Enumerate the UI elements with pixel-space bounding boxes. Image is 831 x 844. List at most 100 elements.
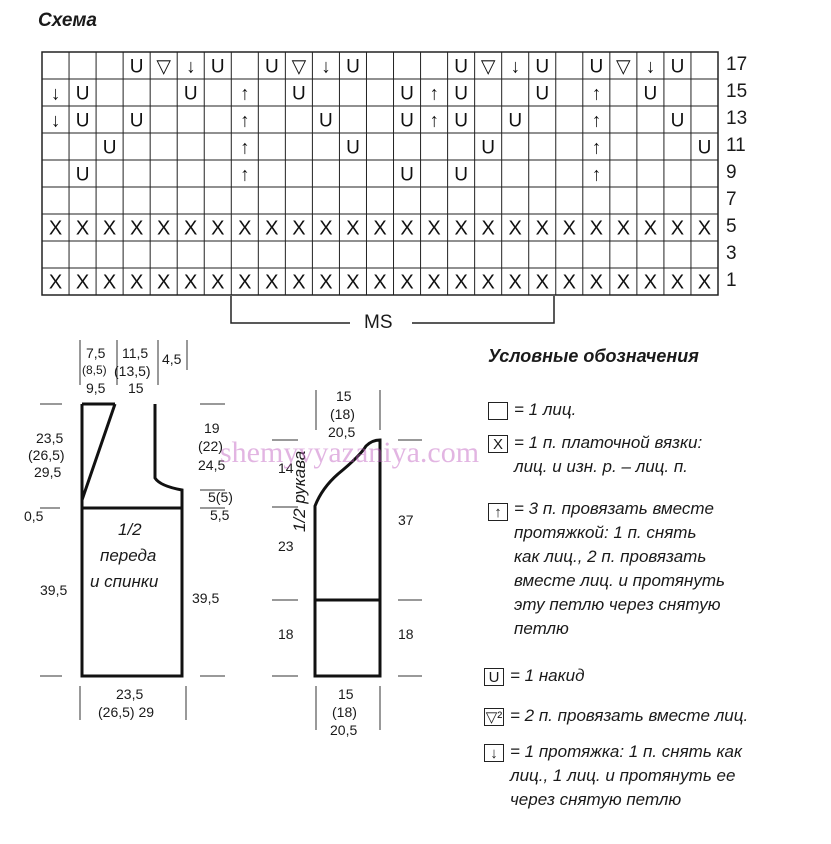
- garter-stitch-mark: X: [400, 272, 413, 294]
- dim-bottom-26-5-29: (26,5) 29: [98, 704, 155, 720]
- sleeve-top-20-5: 20,5: [328, 424, 356, 440]
- row-number: 9: [726, 162, 737, 183]
- garter-stitch-mark: X: [671, 272, 684, 294]
- three-tog-arrow-mark: ↑: [240, 84, 250, 105]
- dim-right-22: (22): [198, 438, 223, 454]
- dim-left-29-5: 29,5: [34, 464, 62, 480]
- row-number: 3: [726, 243, 737, 264]
- yarnover-mark: U: [76, 111, 90, 132]
- legend-item-ssk: = 1 протяжка: 1 п. снять как лиц., 1 лиц…: [510, 742, 743, 809]
- body-outline: [80, 402, 184, 678]
- ssk-arrow-mark: ↓: [510, 57, 520, 78]
- garter-stitch-mark: X: [671, 218, 684, 240]
- three-tog-arrow-mark: ↑: [429, 84, 439, 105]
- garter-stitch-mark: X: [157, 272, 170, 294]
- yarnover-mark: U: [454, 165, 468, 186]
- yarnover-mark: U: [454, 111, 468, 132]
- garter-stitch-mark: X: [292, 272, 305, 294]
- dim-left-0-5: 0,5: [24, 508, 44, 524]
- legend-3tog-icon: ↑: [488, 503, 508, 521]
- garter-stitch-mark: X: [76, 272, 89, 294]
- garter-stitch-mark: X: [130, 272, 143, 294]
- body-label-1: 1/2: [118, 520, 142, 539]
- dim-right-39-5: 39,5: [192, 590, 220, 606]
- garter-stitch-mark: X: [373, 218, 386, 240]
- body-top-ticks: [79, 340, 188, 385]
- yarnover-mark: U: [346, 138, 360, 159]
- legend-item-3tog: = 3 п. провязать вместе протяжкой: 1 п. …: [514, 499, 725, 638]
- dim-left-23-5: 23,5: [36, 430, 64, 446]
- three-tog-arrow-mark: ↑: [592, 138, 602, 159]
- garter-stitch-mark: X: [509, 218, 522, 240]
- garter-stitch-mark: X: [563, 218, 576, 240]
- garter-stitch-mark: X: [76, 218, 89, 240]
- garter-stitch-mark: X: [563, 272, 576, 294]
- row-number: 5: [726, 216, 737, 237]
- legend-item-garter: = 1 п. платочной вязки: лиц. и изн. р. –…: [514, 433, 703, 476]
- yarnover-mark: U: [400, 84, 414, 105]
- garter-stitch-mark: X: [373, 272, 386, 294]
- watermark: shemyvyazaniya.com: [220, 436, 480, 469]
- three-tog-arrow-mark: ↑: [592, 165, 602, 186]
- garter-stitch-mark: X: [454, 218, 467, 240]
- sleeve-width-ticks: [315, 390, 381, 730]
- legend-knit-icon: [488, 402, 508, 420]
- yarnover-mark: U: [454, 57, 468, 78]
- garter-stitch-mark: X: [590, 218, 603, 240]
- garter-stitch-mark: X: [644, 218, 657, 240]
- sleeve-bottom-18: (18): [332, 704, 357, 720]
- yarnover-mark: U: [644, 84, 658, 105]
- ssk-arrow-mark: ↓: [646, 57, 656, 78]
- legend-item-knit: = 1 лиц.: [514, 400, 577, 419]
- k2tog-mark: ▽: [292, 57, 307, 78]
- yarnover-mark: U: [400, 165, 414, 186]
- yarnover-mark: U: [184, 84, 198, 105]
- k2tog-mark: ▽: [156, 57, 171, 78]
- legend-yarnover-icon: U: [484, 668, 504, 686]
- row-number: 17: [726, 54, 748, 75]
- ms-bracket: [230, 296, 555, 324]
- garter-stitch-mark: X: [184, 272, 197, 294]
- legend-item-yarnover: = 1 накид: [510, 666, 585, 685]
- body-neckline: [80, 403, 117, 501]
- legend-item-2tog: = 2 п. провязать вместе лиц.: [510, 706, 749, 725]
- sleeve-left-18: 18: [278, 626, 294, 642]
- sleeve-right-18: 18: [398, 626, 414, 642]
- garter-stitch-mark: X: [481, 272, 494, 294]
- sleeve-bottom-15: 15: [338, 686, 354, 702]
- garter-stitch-mark: X: [644, 272, 657, 294]
- yarnover-mark: U: [589, 57, 603, 78]
- garter-stitch-mark: X: [617, 272, 630, 294]
- garter-stitch-mark: X: [49, 272, 62, 294]
- garter-stitch-mark: X: [427, 272, 440, 294]
- row-number: 1: [726, 270, 737, 291]
- garter-stitch-mark: X: [536, 218, 549, 240]
- body-label-2: переда: [100, 546, 157, 565]
- sleeve-dim-ticks: [272, 439, 422, 677]
- chart-frame: [41, 51, 719, 296]
- garter-stitch-mark: X: [400, 218, 413, 240]
- dim-right-5-5a: 5(5): [208, 489, 233, 505]
- garter-stitch-mark: X: [184, 218, 197, 240]
- ssk-arrow-mark: ↓: [321, 57, 331, 78]
- dim-top-15: 15: [128, 380, 144, 396]
- garter-stitch-mark: X: [319, 272, 332, 294]
- garter-stitch-mark: X: [698, 218, 711, 240]
- legend-ssk-icon: ↓: [484, 744, 504, 762]
- three-tog-arrow-mark: ↑: [429, 111, 439, 132]
- dim-top-11-5: 11,5: [122, 345, 149, 361]
- yarnover-mark: U: [103, 138, 117, 159]
- dim-right-19: 19: [204, 420, 220, 436]
- garter-stitch-mark: X: [157, 218, 170, 240]
- dim-top-9-5: 9,5: [86, 380, 106, 396]
- sleeve-top-18: (18): [330, 406, 355, 422]
- garter-stitch-mark: X: [103, 272, 116, 294]
- dim-bottom-23-5: 23,5: [116, 686, 144, 702]
- garter-stitch-mark: X: [590, 272, 603, 294]
- yarnover-mark: U: [76, 165, 90, 186]
- yarnover-mark: U: [454, 84, 468, 105]
- garter-stitch-mark: X: [346, 218, 359, 240]
- yarnover-mark: U: [481, 138, 495, 159]
- ssk-arrow-mark: ↓: [51, 84, 61, 105]
